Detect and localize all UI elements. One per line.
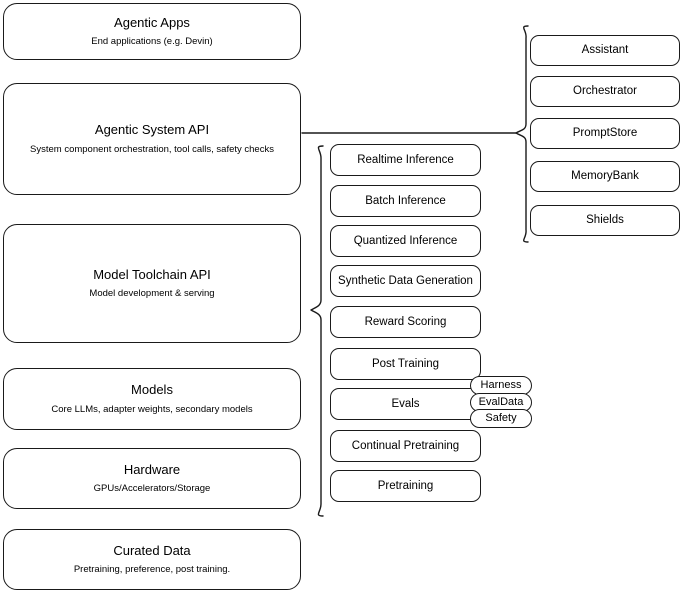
toolchain-item-label: Evals <box>391 397 420 410</box>
toolchain-item-evals[interactable]: Evals <box>330 388 481 420</box>
toolchain-item-batch-inference[interactable]: Batch Inference <box>330 185 481 217</box>
system-component-shields[interactable]: Shields <box>530 205 680 236</box>
layer-title: Agentic System API <box>94 122 210 138</box>
toolchain-item-label: Pretraining <box>377 479 434 492</box>
toolchain-item-label: Realtime Inference <box>357 153 454 166</box>
layer-title: Hardware <box>123 461 181 477</box>
toolchain-item-label: Post Training <box>371 357 440 370</box>
toolchain-item-label: Synthetic Data Generation <box>338 274 473 287</box>
toolchain-item-label: Batch Inference <box>365 194 446 207</box>
system-component-assistant[interactable]: Assistant <box>530 35 680 66</box>
layer-box-models[interactable]: Models Core LLMs, adapter weights, secon… <box>3 368 301 430</box>
layer-title: Models <box>131 382 173 398</box>
toolchain-item-post-training[interactable]: Post Training <box>330 348 481 380</box>
toolchain-item-label: Continual Pretraining <box>351 439 460 452</box>
brace-system-components <box>515 25 529 243</box>
layer-title: Agentic Apps <box>114 14 190 30</box>
system-component-orchestrator[interactable]: Orchestrator <box>530 76 680 107</box>
evals-subitem-label: Safety <box>485 412 517 424</box>
system-component-memorybank[interactable]: MemoryBank <box>530 161 680 192</box>
layer-subtitle: System component orchestration, tool cal… <box>30 143 274 155</box>
layer-subtitle: Model development & serving <box>89 288 215 300</box>
layer-title: Model Toolchain API <box>93 266 211 282</box>
layer-box-curated-data[interactable]: Curated Data Pretraining, preference, po… <box>3 529 301 590</box>
layer-subtitle: End applications (e.g. Devin) <box>91 36 213 48</box>
brace-toolchain-items <box>310 145 324 517</box>
toolchain-item-label: Quantized Inference <box>353 234 458 247</box>
layer-box-agentic-system-api[interactable]: Agentic System API System component orch… <box>3 83 301 195</box>
layer-box-model-toolchain-api[interactable]: Model Toolchain API Model development & … <box>3 224 301 343</box>
toolchain-item-continual-pretraining[interactable]: Continual Pretraining <box>330 430 481 462</box>
layer-box-hardware[interactable]: Hardware GPUs/Accelerators/Storage <box>3 448 301 509</box>
system-component-label: Shields <box>586 214 624 227</box>
layer-title: Curated Data <box>113 542 191 558</box>
layer-box-agentic-apps[interactable]: Agentic Apps End applications (e.g. Devi… <box>3 3 301 60</box>
layer-subtitle: GPUs/Accelerators/Storage <box>93 483 211 495</box>
toolchain-item-reward-scoring[interactable]: Reward Scoring <box>330 306 481 338</box>
toolchain-item-synthetic-data-generation[interactable]: Synthetic Data Generation <box>330 265 481 297</box>
layer-subtitle: Core LLMs, adapter weights, secondary mo… <box>51 403 253 415</box>
system-component-label: Orchestrator <box>573 85 637 98</box>
evals-subitem-safety[interactable]: Safety <box>470 409 532 428</box>
toolchain-item-realtime-inference[interactable]: Realtime Inference <box>330 144 481 176</box>
toolchain-item-pretraining[interactable]: Pretraining <box>330 470 481 502</box>
evals-subitem-label: Harness <box>480 379 522 391</box>
layer-subtitle: Pretraining, preference, post training. <box>73 564 231 576</box>
toolchain-item-label: Reward Scoring <box>364 315 447 328</box>
system-component-label: PromptStore <box>572 127 638 140</box>
system-component-promptstore[interactable]: PromptStore <box>530 118 680 149</box>
evals-subitem-label: EvalData <box>478 396 524 408</box>
system-component-label: MemoryBank <box>571 170 639 183</box>
toolchain-item-quantized-inference[interactable]: Quantized Inference <box>330 225 481 257</box>
system-component-label: Assistant <box>581 44 629 57</box>
